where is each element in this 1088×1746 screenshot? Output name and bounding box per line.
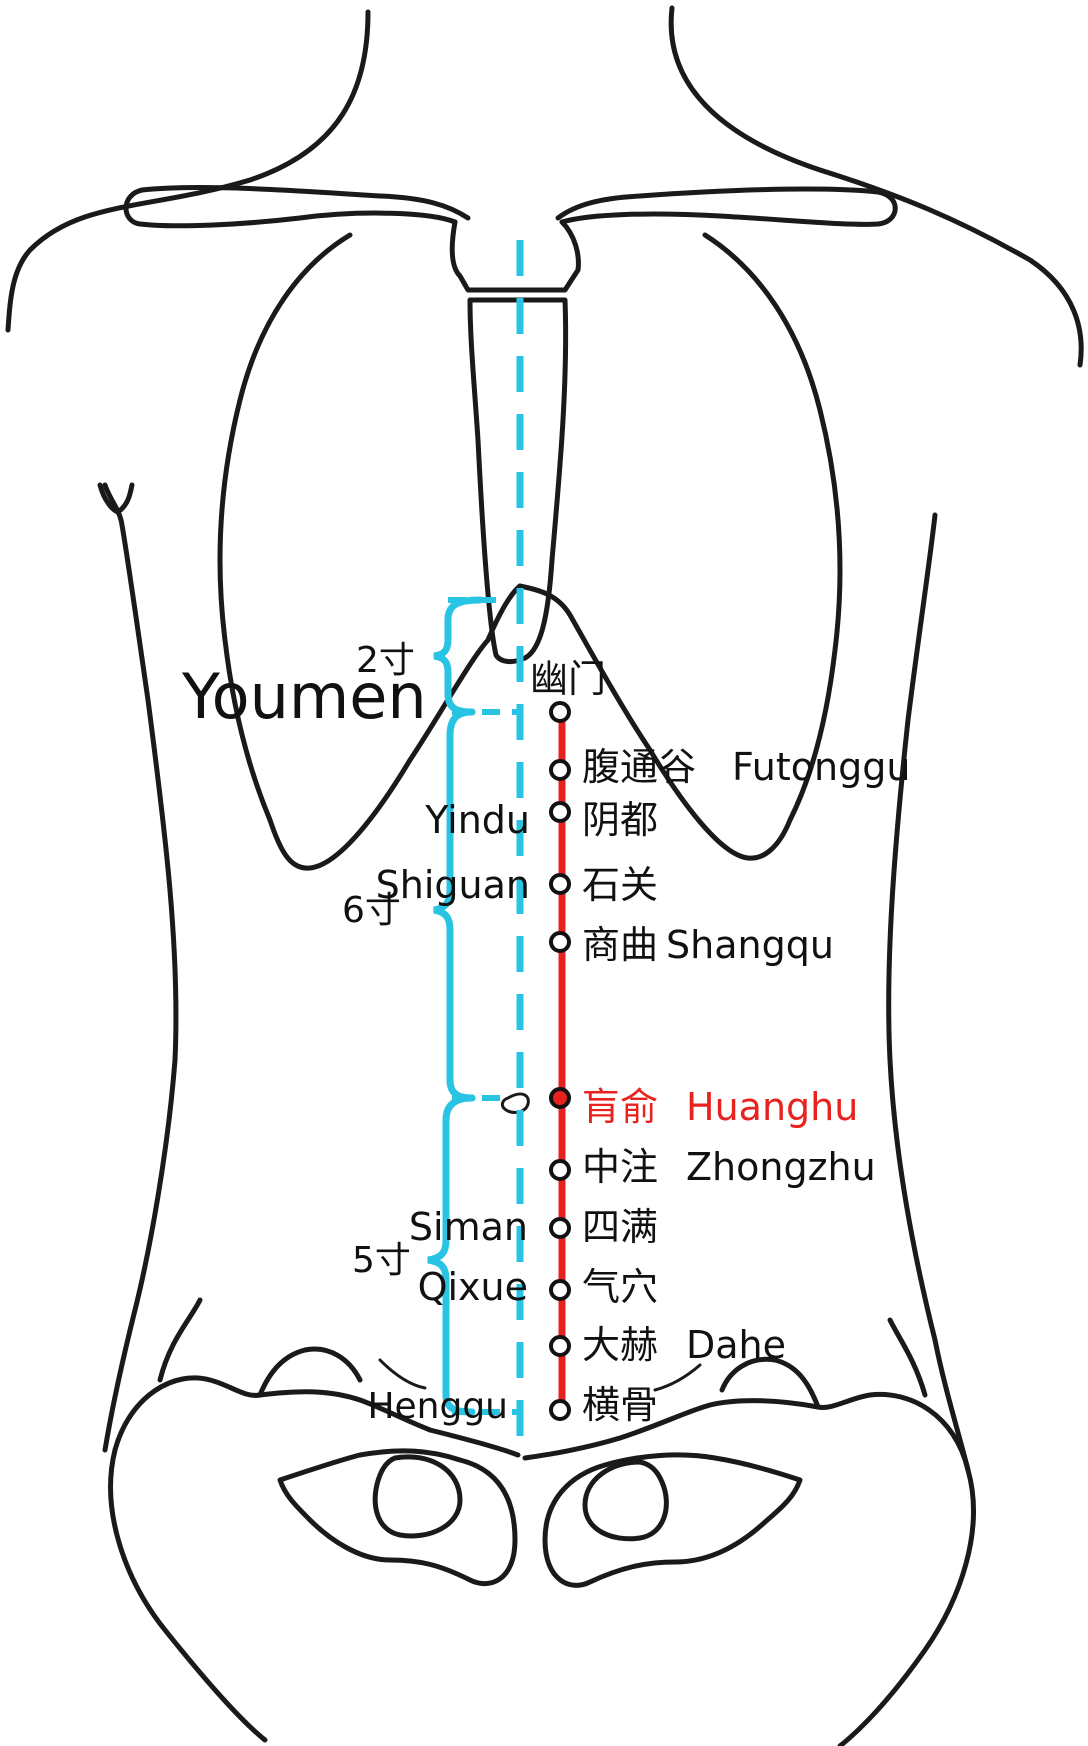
- point-en-siman: Siman: [409, 1205, 528, 1249]
- point-en-futonggu: Futonggu: [732, 745, 910, 789]
- measurement-5cun: 5寸: [352, 1240, 411, 1281]
- navel: [500, 1092, 530, 1114]
- point-cn-yindu: 阴都: [582, 798, 658, 842]
- neck-left: [5, 9, 371, 333]
- left-arm-stub: [97, 482, 135, 515]
- point-cn-henggu: 横骨: [582, 1383, 658, 1427]
- point-cn-youmen: 幽门: [530, 657, 606, 701]
- point-marker-qixue: [549, 1279, 571, 1301]
- point-en-dahe: Dahe: [686, 1323, 786, 1367]
- torso-left-side: [102, 482, 179, 1453]
- point-marker-youmen: [549, 701, 571, 723]
- point-marker-huanghu: [549, 1087, 571, 1109]
- measurement-6cun: 6寸: [342, 890, 401, 931]
- ribcage-left: [217, 232, 523, 871]
- ribcage-right: [517, 232, 843, 861]
- obturator-left: [372, 1454, 463, 1539]
- point-marker-yindu: [549, 801, 571, 823]
- point-cn-siman: 四满: [582, 1205, 658, 1249]
- ischium-left: [277, 1448, 518, 1587]
- measurement-lines: [427, 240, 524, 1450]
- brace-5cun: [427, 1094, 476, 1416]
- measurement-2cun: 2寸: [356, 640, 415, 681]
- manubrium: [449, 219, 581, 293]
- point-cn-dahe: 大赫: [582, 1323, 658, 1367]
- point-en-shiguan: Shiguan: [376, 863, 530, 907]
- point-en-qixue: Qixue: [418, 1265, 528, 1309]
- acupoint-markers: [549, 701, 571, 1421]
- abdomen-mark-left: [378, 1358, 427, 1390]
- title-point-label: Youmen: [181, 660, 427, 733]
- point-marker-henggu: [549, 1399, 571, 1421]
- neck-right: [668, 5, 1084, 368]
- brace-2cun: [433, 596, 484, 716]
- point-cn-zhongzhu: 中注: [582, 1145, 658, 1189]
- labels: Youmen 2寸 6寸 5寸 幽门 腹通谷 Futonggu Yindu 阴都…: [181, 640, 910, 1427]
- point-cn-shangqu: 商曲: [582, 923, 658, 967]
- ischium-right: [542, 1452, 803, 1588]
- abdomen-mark-right: [653, 1363, 702, 1392]
- point-marker-siman: [549, 1217, 571, 1239]
- torso-right-side: [886, 512, 971, 1473]
- point-cn-huanghu: 肓俞: [582, 1085, 658, 1129]
- hip-left-notch: [157, 1297, 203, 1383]
- point-en-henggu: Henggu: [367, 1386, 508, 1427]
- body-outline: [5, 5, 1084, 1746]
- iliac-crest-right: [719, 1356, 821, 1410]
- point-marker-dahe: [549, 1335, 571, 1357]
- point-marker-shangqu: [549, 931, 571, 953]
- iliac-crest-left: [257, 1346, 363, 1398]
- brace-6cun: [433, 708, 476, 1102]
- point-marker-zhongzhu: [549, 1159, 571, 1181]
- point-en-zhongzhu: Zhongzhu: [686, 1145, 876, 1189]
- clavicle-right: [555, 186, 898, 227]
- obturator-right: [582, 1459, 669, 1542]
- point-en-yindu: Yindu: [424, 798, 530, 842]
- pelvis-left: [112, 1375, 521, 1458]
- point-en-shangqu: Shangqu: [666, 923, 834, 967]
- point-marker-shiguan: [549, 873, 571, 895]
- hip-right-notch: [887, 1317, 928, 1398]
- hip-right-lower: [837, 1467, 976, 1746]
- sternum: [467, 297, 569, 665]
- point-cn-shiguan: 石关: [582, 863, 658, 907]
- point-cn-qixue: 气穴: [582, 1265, 658, 1309]
- point-en-huanghu: Huanghu: [686, 1085, 858, 1129]
- hip-left-lower: [108, 1447, 268, 1743]
- pelvis-right: [522, 1391, 971, 1473]
- clavicle-left: [123, 185, 471, 229]
- point-marker-futonggu: [549, 759, 571, 781]
- point-cn-futonggu: 腹通谷: [582, 745, 696, 789]
